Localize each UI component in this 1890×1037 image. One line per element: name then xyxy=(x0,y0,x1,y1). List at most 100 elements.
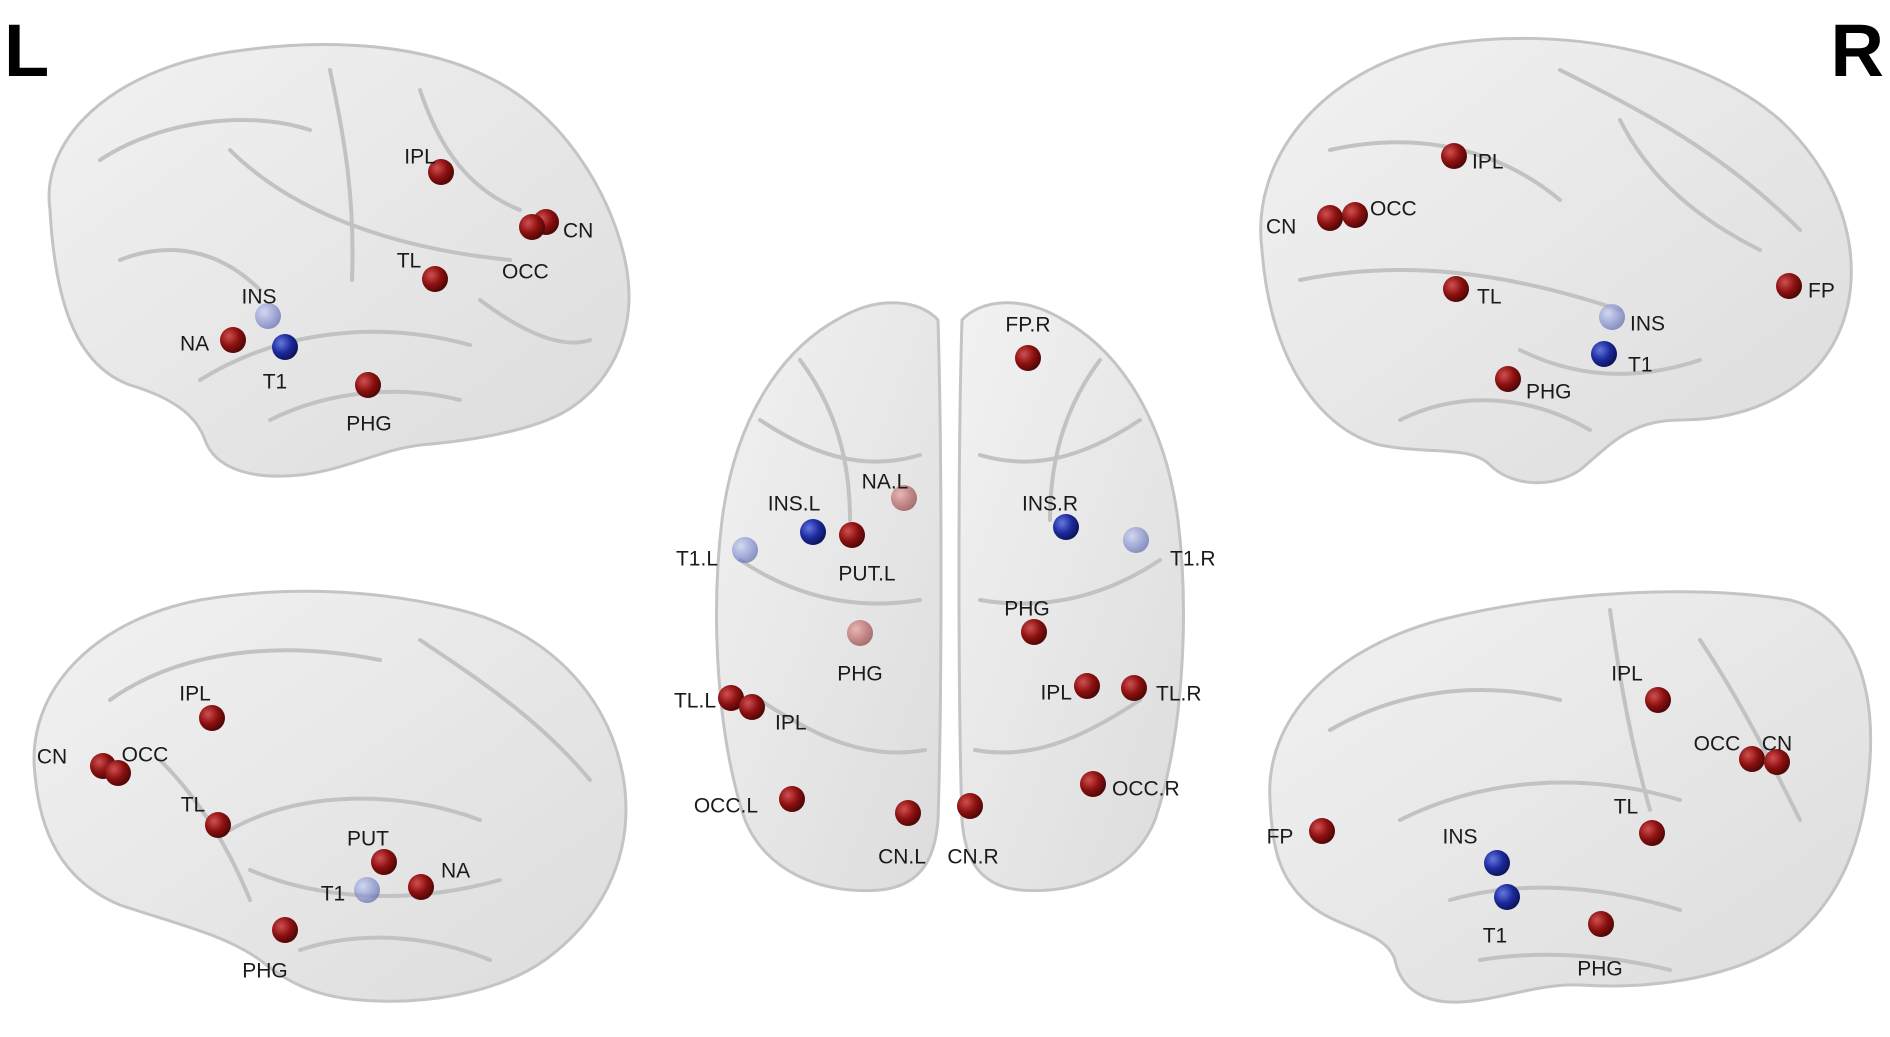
region-label: IPL xyxy=(179,683,211,706)
region-node-t1 xyxy=(1494,884,1520,910)
region-node-phg xyxy=(355,372,381,398)
region-node-ipl xyxy=(199,705,225,731)
region-label: T1.L xyxy=(676,548,718,571)
region-node-cn xyxy=(1317,205,1343,231)
region-node-put-l xyxy=(839,522,865,548)
region-node-cn-r xyxy=(957,793,983,819)
view-left-medial xyxy=(32,589,628,1003)
region-node-occ xyxy=(105,760,131,786)
region-node-tl-r xyxy=(1121,675,1147,701)
region-node-na-l xyxy=(891,485,917,511)
region-node-t1 xyxy=(272,334,298,360)
region-label: OCC xyxy=(502,261,549,284)
view-left-lateral xyxy=(47,43,631,478)
view-right-lateral xyxy=(1268,590,1873,1004)
region-label: OCC.R xyxy=(1112,778,1180,801)
region-label: TL xyxy=(1477,286,1502,309)
region-label: IPL xyxy=(775,712,807,735)
brain-outline xyxy=(47,43,631,478)
region-node-ipl xyxy=(1074,673,1100,699)
region-label: PUT xyxy=(347,828,389,851)
region-node-ins xyxy=(1484,850,1510,876)
brain-outline xyxy=(1268,590,1873,1004)
region-label: INS.L xyxy=(768,493,821,516)
region-label: PUT.L xyxy=(838,563,895,586)
region-label: INS.R xyxy=(1022,493,1078,516)
region-node-t1 xyxy=(1591,341,1617,367)
region-node-put xyxy=(371,849,397,875)
region-node-phg xyxy=(272,917,298,943)
left-hemisphere-marker: L xyxy=(4,9,50,92)
region-node-occ xyxy=(1342,202,1368,228)
region-node-t1-r xyxy=(1123,527,1149,553)
region-node-ins xyxy=(1599,304,1625,330)
region-label: INS xyxy=(1442,826,1477,849)
region-label: CN xyxy=(563,220,593,243)
region-node-ins-r xyxy=(1053,514,1079,540)
region-label: TL.L xyxy=(674,690,716,713)
region-node-tl xyxy=(422,266,448,292)
region-label: IPL xyxy=(1040,682,1072,705)
region-node-ipl xyxy=(739,694,765,720)
region-label: NA xyxy=(441,860,470,883)
region-label: TL xyxy=(397,250,422,273)
region-label: IPL xyxy=(404,146,436,169)
region-node-cn-l xyxy=(895,800,921,826)
region-node-phg xyxy=(847,620,873,646)
region-label: FP.R xyxy=(1005,314,1050,337)
region-node-ipl xyxy=(1645,687,1671,713)
region-node-t1 xyxy=(354,877,380,903)
region-label: FP xyxy=(1808,280,1835,303)
region-node-na xyxy=(408,874,434,900)
region-node-occ-r xyxy=(1080,771,1106,797)
region-label: CN xyxy=(1762,733,1792,756)
region-label: PHG xyxy=(346,413,392,436)
region-node-phg xyxy=(1495,366,1521,392)
region-label: INS xyxy=(241,286,276,309)
region-label: TL.R xyxy=(1156,683,1202,706)
brain-outline xyxy=(1259,36,1853,485)
region-label: T1 xyxy=(1483,925,1508,948)
region-node-occ xyxy=(519,214,545,240)
region-label: OCC xyxy=(122,744,169,767)
region-node-t1-l xyxy=(732,537,758,563)
region-node-phg xyxy=(1021,619,1047,645)
region-node-fp-r xyxy=(1015,345,1041,371)
region-label: PHG xyxy=(242,960,288,983)
region-label: TL xyxy=(181,794,206,817)
region-label: PHG xyxy=(1577,958,1623,981)
region-node-tl xyxy=(1443,276,1469,302)
sulci xyxy=(98,68,592,422)
region-label: TL xyxy=(1614,796,1639,819)
brain-outline xyxy=(32,589,628,1003)
region-node-tl xyxy=(1639,820,1665,846)
region-label: FP xyxy=(1267,826,1294,849)
region-node-cn xyxy=(1764,749,1790,775)
region-label: IPL xyxy=(1611,663,1643,686)
region-label: PHG xyxy=(1004,598,1050,621)
region-node-ipl xyxy=(428,159,454,185)
region-node-occ-l xyxy=(779,786,805,812)
region-node-ins-l xyxy=(800,519,826,545)
region-label: T1.R xyxy=(1170,548,1216,571)
region-label: CN xyxy=(1266,216,1296,239)
region-node-tl-l xyxy=(718,685,744,711)
sulci xyxy=(1328,608,1802,972)
sulci xyxy=(738,358,1162,755)
view-top-axial xyxy=(715,301,1185,893)
region-label: OCC.L xyxy=(694,795,758,818)
region-label: T1 xyxy=(321,883,346,906)
region-label: T1 xyxy=(1628,354,1653,377)
region-label: CN.L xyxy=(878,846,926,869)
region-node-ipl xyxy=(1441,143,1467,169)
region-label: PHG xyxy=(837,663,883,686)
region-node-occ xyxy=(1739,746,1765,772)
region-node-phg xyxy=(1588,911,1614,937)
region-label: INS xyxy=(1630,313,1665,336)
